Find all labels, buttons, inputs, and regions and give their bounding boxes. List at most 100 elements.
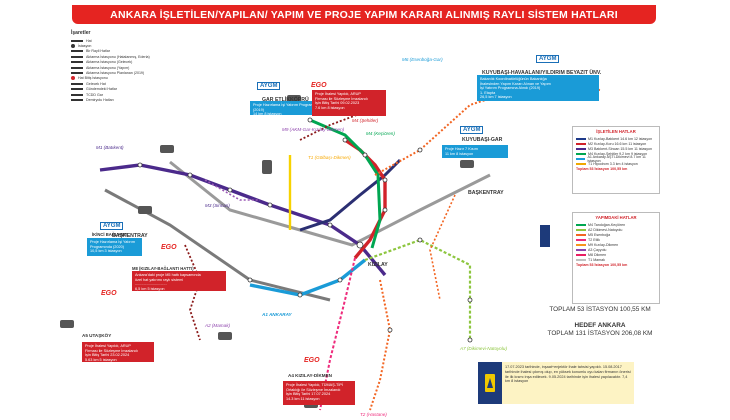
legend-title: İşaretler [71, 30, 91, 36]
info-box-m8: Ankara'daki proje M5 hattı kapsamında öz… [132, 271, 226, 291]
legend-label: Aktarma İstasyonu (Hatalanmış, Ederla) [86, 54, 150, 59]
legend-label: Bir Rayli Hatlar [86, 49, 110, 54]
panel-row: A2 Dikimevi-Natoyolu [573, 227, 659, 232]
ego-logo: EGO [311, 82, 327, 89]
line-label-m9: M9 (AKM-Gar-Kızılay-Dikmen) [282, 127, 345, 132]
line-basentray-grey [169, 160, 491, 247]
panel-row: T1 Hipodrom 3.3 km 4 istasyon [573, 161, 659, 166]
municipality-logo-icon [478, 362, 502, 404]
panel-row-text: M3 Batıkent-Sincan 15.5 km 11 istasyon [588, 146, 653, 151]
legend-label: Demiryolu Hatları [86, 97, 114, 102]
box-title-a5: A5 UTAŞKÖY [82, 333, 112, 338]
note-box: 17.07.2023 tarihinde, inşaat+enjektör ih… [478, 362, 634, 404]
line-orange-dotted-2 [369, 279, 392, 411]
panel-row: M4 Kızılay-Şehitler 9.2 km 9 istasyon [573, 151, 659, 156]
info-box-text: Proje İhalesi Yapıldı, ARUP Firması ile … [85, 344, 138, 362]
summary-target-title: HEDEF ANKARA [574, 322, 626, 329]
panel-row-text: T2 Etlik [588, 237, 600, 242]
legend-row: Aktarma İstasyonu (Hatalanmış, Ederla) [71, 54, 191, 59]
legend-row: Aktarma İstasyonu Planlanan (2019) [71, 70, 191, 75]
info-box-m4: Proje İhalesi Yapıldı, ARUP Firması ile … [312, 90, 386, 116]
line-label-t2: T2 (Hastane) [360, 412, 387, 417]
municipality-logo [540, 225, 550, 247]
legend-row: TCDD Gar [71, 92, 191, 97]
info-box-gar: Proje Hazırlama İşi Yatırım Programında … [250, 101, 324, 116]
line-m1 [99, 163, 387, 277]
legend-label: Aktarma İstasyonu (Gelecek) [86, 60, 133, 65]
legend-label: İstasyon [78, 44, 92, 49]
info-box-a5: Proje İhalesi Yapıldı, ARUP Firması ile … [82, 342, 154, 362]
info-box-text: Proje Hazır 7 Kısım 11 km 8 istasyon [445, 147, 478, 156]
line-label-m1: M1 (Batıkent) [96, 145, 124, 150]
legend-row: Bir Rayli Hatlar [71, 49, 191, 54]
box-title-a4: A4 KIZILAY-DİKMEN [288, 373, 332, 378]
panel-header: YAPIMDAKİ HATLAR [595, 215, 637, 220]
legend-row: İstasyon [71, 43, 191, 49]
panel-row-text: Toplam 53 İstasyon 100,55 km [576, 262, 628, 267]
station-label-kizilay: KIZILAY [368, 262, 388, 268]
panel-row-text: M4 Kızılay-Şehitler 9.2 km 9 istasyon [588, 151, 648, 156]
legend-label: Gündemdeki Hatlar [86, 87, 117, 92]
legend-row: Hat Bitiş İstasyonu [71, 76, 191, 81]
legend-row: Aktarma İstasyonu (Gelecek) [71, 60, 191, 65]
info-box-ikinci: Proje Hazırlama İşi Yatırım Programında … [87, 238, 142, 256]
station-label-gar: GAR ETLİKKÖPRÜ [262, 97, 309, 103]
line-m2 [299, 158, 402, 232]
panel-row-text: M9 Kızılay-Dikmen [588, 242, 619, 247]
station-label-baskentray-east: BAŞKENTRAY [468, 190, 504, 196]
panel-row-text: M8 Dikmen [588, 252, 607, 257]
operating-lines-panel: İŞLETİLEN HATLAR M1 Kızılay-Batıkent 14.… [572, 126, 660, 194]
panel-row: M4 Tandoğan-Keçiören [573, 222, 659, 227]
panel-row-text: M1 Kızılay-Batıkent 14.6 km 12 istasyon [588, 136, 653, 141]
panel-row-text: A2 Dikimevi-Natoyolu [588, 227, 623, 232]
legend-row: Hat [71, 38, 191, 43]
aygm-logo: AYGM [536, 55, 560, 63]
info-box-text: Ankara'daki proje M5 hattı kapsamında öz… [135, 273, 201, 291]
line-label-a2: A2 (Mamak) [205, 323, 231, 328]
legend-row: Gelecek Hat [71, 81, 191, 86]
legend-label: Aktarma İstasyonu Planlanan (2019) [86, 71, 145, 76]
station-label-kuyubasi: KUYUBAŞI-HAVAALANI/YILDIRIM BEYAZIT ÜNV. [482, 70, 602, 76]
panel-row-text: T1 Hipodrom 3.3 km 4 istasyon [588, 161, 638, 166]
line-m3-grey [104, 188, 331, 302]
station-label-kuyubasi-gar: KUYUBAŞI-GAR [462, 137, 503, 143]
info-box-text: Proje İhalesi Yapıldı, TÜMAŞ-TİPİ Ortakl… [286, 383, 343, 401]
panel-row: T2 Etlik [573, 237, 659, 242]
info-box-text: Bakanlık Koordinatörlüğünün Bakanlığa İh… [480, 77, 551, 100]
construction-lines-panel: YAPIMDAKİ HATLAR M4 Tandoğan-Keçiören A2… [572, 212, 660, 304]
panel-row: M2 Kızılay-Koru 16.6 km 11 istasyon [573, 141, 659, 146]
panel-row-text: M5 Esenboğa [588, 232, 611, 237]
line-m4-green [309, 118, 382, 249]
line-label-t1: T1 (Gölbaşı-Dikmen) [308, 155, 351, 160]
panel-row: T1 Mamak [573, 257, 659, 262]
aygm-logo: AYGM [460, 126, 484, 134]
legend-label: Hat [86, 38, 92, 43]
line-purple-dotted [204, 179, 260, 201]
line-label-m3: M3 (Sincan) [205, 203, 230, 208]
box-title-m8: M8 (KIZILAY-BAĞLANTI HATTI) [132, 266, 194, 271]
legend-label: TCDD Gar [86, 92, 103, 97]
legend-row: Aktarma İstasyonu (Yapım) [71, 65, 191, 70]
legend-row: Demiryolu Hatları [71, 97, 191, 102]
info-box-kuyubasi: Bakanlık Koordinatörlüğünün Bakanlığa İh… [477, 75, 599, 101]
legend-label: Hat Bitiş İstasyonu [78, 76, 108, 81]
panel-row: M8 Dikmen [573, 252, 659, 257]
panel-row-text: M4 Tandoğan-Keçiören [588, 222, 626, 227]
panel-row: M5 Esenboğa [573, 232, 659, 237]
station-label-baskentray: BAŞKENTRAY [112, 233, 148, 239]
panel-row-text: T1 Mamak [588, 257, 605, 262]
note-text: 17.07.2023 tarihinde, inşaat+enjektör ih… [502, 362, 634, 404]
panel-row: Toplam 53 İstasyon 100,55 km [573, 262, 659, 267]
panel-row: A3 Çayyolu [573, 247, 659, 252]
info-box-text: Proje Hazırlama İşi Yatırım Programında … [90, 240, 136, 254]
panel-row: M9 Kızılay-Dikmen [573, 242, 659, 247]
panel-row-text: Toplam 53 İstasyon 100,55 km [576, 166, 628, 171]
line-label-m4k: M4 (Keçiören) [366, 131, 395, 136]
summary-operating: TOPLAM 53 İSTASYON 100,55 KM [549, 306, 651, 313]
panel-header: İŞLETİLEN HATLAR [596, 129, 636, 134]
ego-logo: EGO [304, 357, 320, 364]
panel-row: M3 Batıkent-Sincan 15.5 km 11 istasyon [573, 146, 659, 151]
ego-logo: EGO [161, 244, 177, 251]
line-darkred-dotted-2 [299, 109, 371, 141]
